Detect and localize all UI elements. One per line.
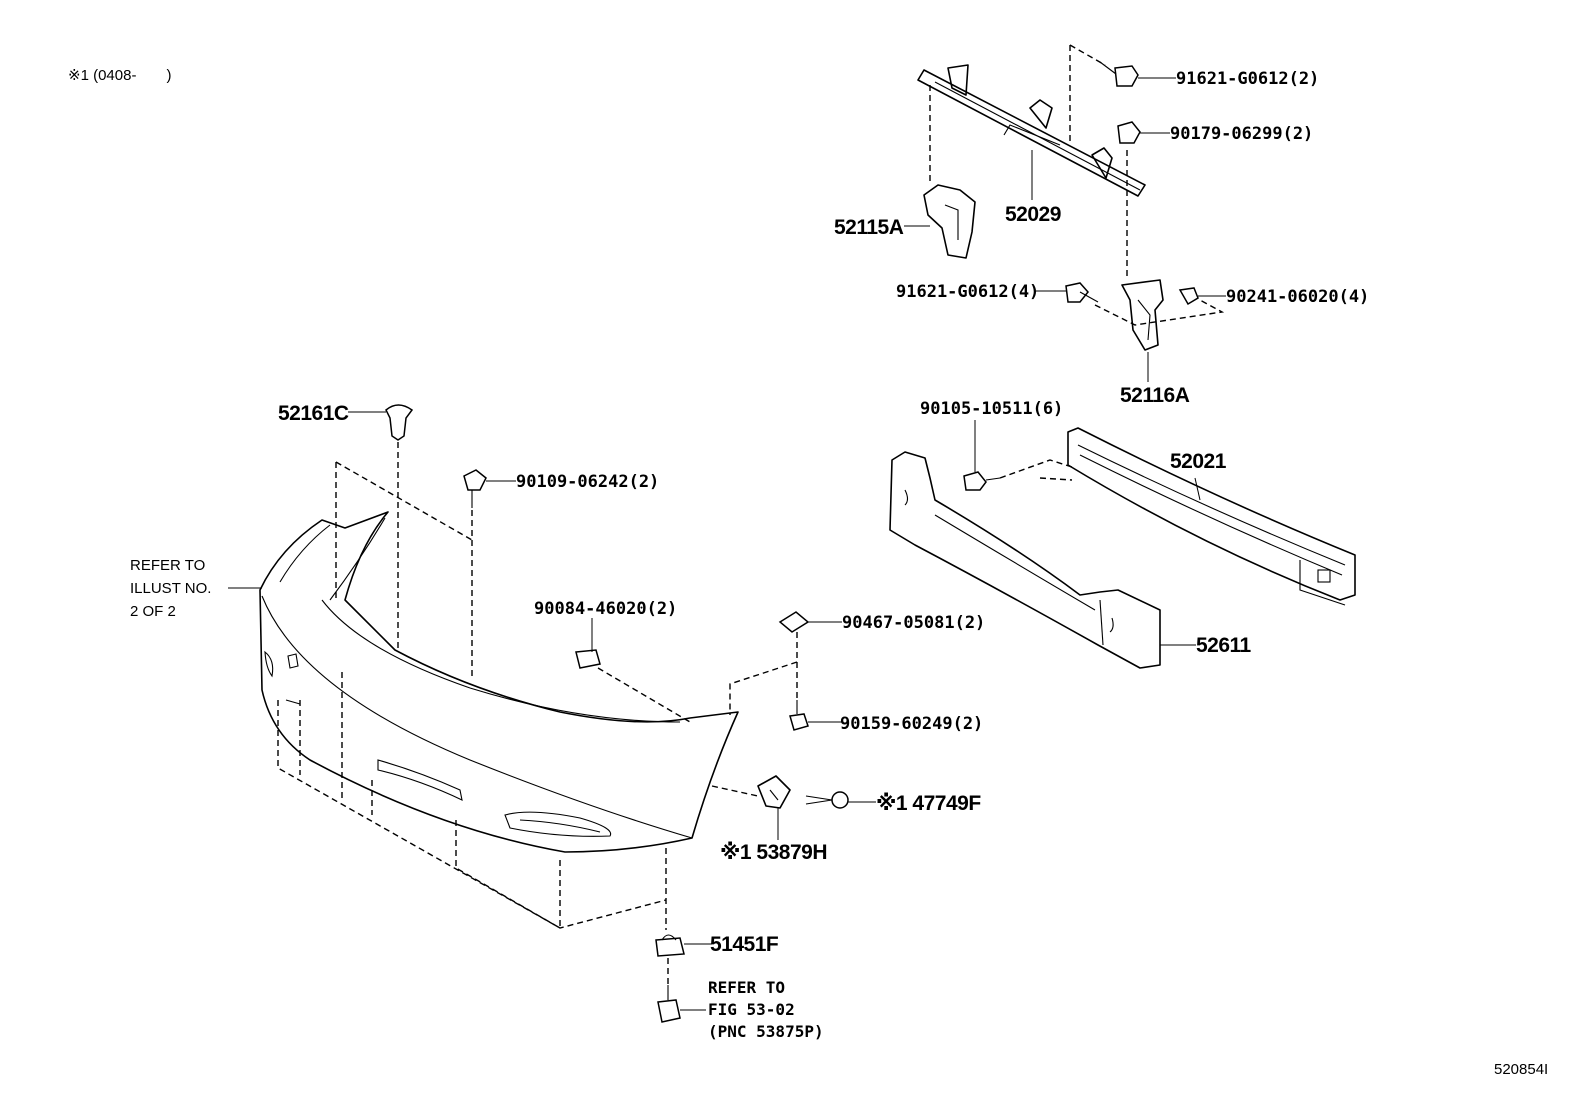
bracket-53879H — [757, 775, 791, 809]
label-91621-mid: 91621-G0612(4) — [896, 282, 1039, 302]
label-90241: 90241-06020(4) — [1226, 287, 1369, 307]
label-52161C: 52161C — [278, 402, 349, 425]
bolt-91621-top — [1099, 61, 1139, 87]
bolt-90105 — [963, 471, 1001, 491]
label-52021: 52021 — [1170, 450, 1227, 473]
bolt-91621-mid — [1065, 282, 1099, 303]
header-note: ※1 (0408- ) — [68, 67, 171, 84]
screw-bottom — [657, 985, 681, 1023]
label-52116A: 52116A — [1120, 384, 1190, 407]
clip-51451F — [655, 934, 685, 957]
refer-fig-line3: (PNC 53875P) — [708, 1022, 824, 1041]
radiator-support-52029 — [917, 64, 1146, 197]
label-90105: 90105-10511(6) — [920, 399, 1063, 419]
clip-90084 — [575, 649, 601, 669]
absorber-52611 — [889, 451, 1161, 669]
label-52029: 52029 — [1005, 203, 1061, 226]
reinforcement-52021 — [1067, 427, 1356, 606]
refer-illust-line2: ILLUST NO. — [130, 580, 211, 597]
footer-code: 520854I — [1494, 1061, 1548, 1078]
label-90467: 90467-05081(2) — [842, 613, 985, 633]
bumper-cover — [259, 511, 739, 853]
refer-illust-line1: REFER TO — [130, 557, 205, 574]
retainer-52161C — [385, 404, 414, 441]
label-52611: 52611 — [1196, 634, 1252, 657]
label-47749F: ※1 47749F — [876, 792, 981, 815]
label-90159: 90159-60249(2) — [840, 714, 983, 734]
nut-90179 — [1117, 121, 1141, 144]
bracket-52115A — [923, 184, 976, 259]
label-90109: 90109-06242(2) — [516, 472, 659, 492]
label-90179: 90179-06299(2) — [1170, 124, 1313, 144]
nut-90467 — [778, 611, 810, 633]
label-51451F: 51451F — [710, 933, 779, 956]
bolt-90109 — [463, 469, 487, 508]
bracket-52116A — [1121, 279, 1164, 351]
label-52115A: 52115A — [834, 216, 904, 239]
label-91621-top: 91621-G0612(2) — [1176, 69, 1319, 89]
refer-fig-line2: FIG 53-02 — [708, 1000, 795, 1019]
label-53879H: ※1 53879H — [720, 841, 827, 864]
bolt-90241 — [1178, 287, 1199, 306]
label-90084: 90084-46020(2) — [534, 599, 677, 619]
clip-47749F — [805, 791, 849, 809]
refer-fig-line1: REFER TO — [708, 978, 785, 997]
screw-90159 — [789, 700, 809, 731]
refer-illust-line3: 2 OF 2 — [130, 603, 176, 620]
